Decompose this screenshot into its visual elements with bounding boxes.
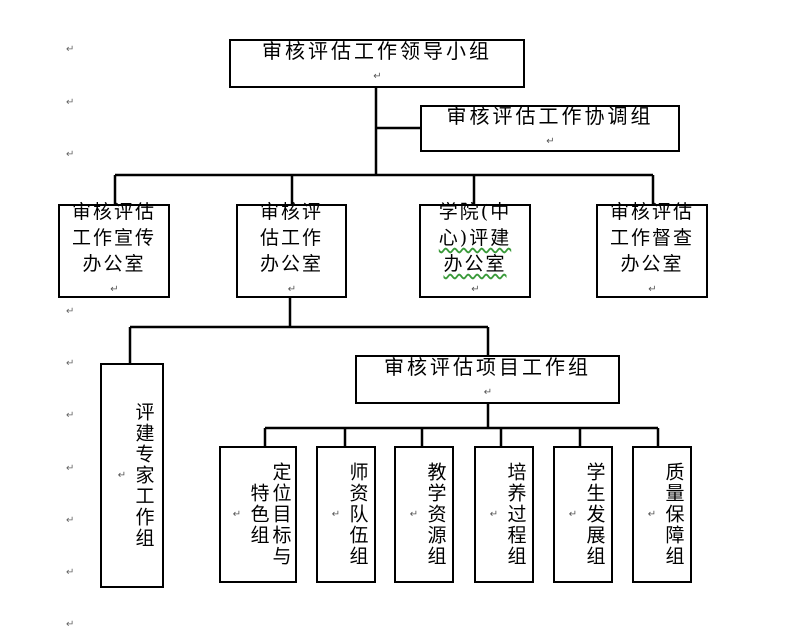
evaluation-office-line-2: 估工作: [259, 227, 323, 249]
paragraph-mark: ↵: [66, 97, 75, 108]
coordination-group-label: 审核评估工作协调组↵: [446, 103, 654, 147]
evaluation-office-line-1: 审核评: [259, 201, 323, 223]
evaluation-office-box: 审核评 估工作 办公室↵: [236, 201, 347, 298]
evaluation-office-line-3: 办公室↵: [259, 253, 323, 295]
paragraph-mark: ↵: [66, 515, 75, 526]
sub-group-positioning-box: 定位目标与特色组↵: [219, 446, 297, 583]
expert-group-box: 评建专家工作组↵: [100, 363, 164, 588]
publicity-office-line-1: 审核评估: [71, 201, 156, 223]
publicity-office-line-3: 办公室↵: [82, 253, 146, 295]
paragraph-mark: ↵: [66, 463, 75, 474]
sub-group-quality-label: 质量保障组↵: [646, 462, 685, 567]
project-group-label: 审核评估项目工作组↵: [384, 354, 591, 398]
project-group-box: 审核评估项目工作组↵: [355, 355, 620, 404]
supervision-office-box: 审核评估 工作督查 办公室↵: [596, 201, 708, 298]
sub-group-cultivation-box: 培养过程组↵: [474, 446, 534, 583]
sub-group-student-label: 学生发展组↵: [567, 462, 606, 567]
college-office-box: 学院(中 心)评建 办公室↵: [419, 201, 531, 298]
expert-group-label: 评建专家工作组↵: [116, 402, 155, 549]
paragraph-mark: ↵: [66, 44, 75, 55]
sub-group-resources-label: 教学资源组↵: [408, 462, 447, 567]
paragraph-mark: ↵: [66, 358, 75, 369]
paragraph-mark: ↵: [66, 306, 75, 317]
paragraph-mark: ↵: [66, 410, 75, 421]
paragraph-mark: ↵: [66, 567, 75, 578]
coordination-group-box: 审核评估工作协调组↵: [420, 103, 680, 152]
sub-group-student-box: 学生发展组↵: [553, 446, 613, 583]
sub-group-cultivation-label: 培养过程组↵: [488, 462, 527, 567]
supervision-office-line-2: 工作督查: [609, 227, 694, 249]
leader-group-label: 审核评估工作领导小组↵: [262, 38, 492, 82]
college-office-line-2: 心)评建: [438, 227, 512, 249]
sub-group-faculty-box: 师资队伍组↵: [316, 446, 376, 583]
paragraph-mark: ↵: [66, 619, 75, 630]
sub-group-faculty-label: 师资队伍组↵: [330, 462, 369, 567]
sub-group-positioning-label: 定位目标与特色组↵: [231, 462, 292, 567]
paragraph-mark: ↵: [66, 149, 75, 160]
sub-group-quality-box: 质量保障组↵: [632, 446, 692, 583]
supervision-office-line-1: 审核评估: [609, 201, 694, 223]
supervision-office-line-3: 办公室↵: [620, 253, 684, 295]
leader-group-box: 审核评估工作领导小组↵: [229, 39, 525, 88]
publicity-office-line-2: 工作宣传: [71, 227, 156, 249]
college-office-line-3: 办公室↵: [443, 253, 507, 295]
publicity-office-box: 审核评估 工作宣传 办公室↵: [58, 201, 170, 298]
sub-group-resources-box: 教学资源组↵: [394, 446, 454, 583]
college-office-line-1: 学院(中: [438, 201, 512, 223]
